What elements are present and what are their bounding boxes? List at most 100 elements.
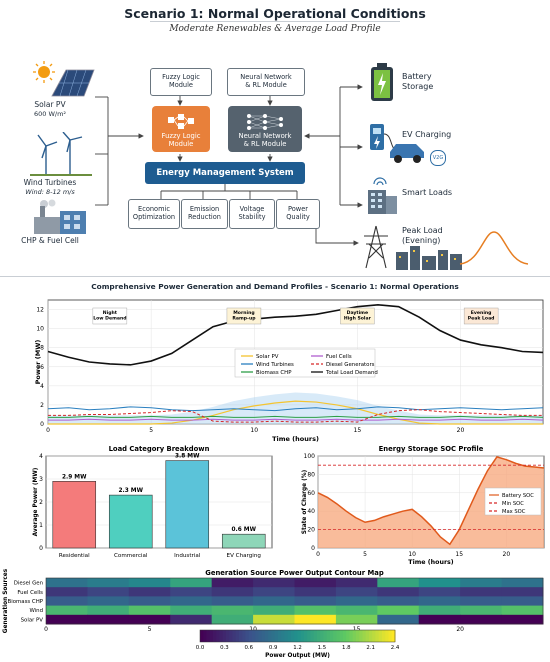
main-ytick-label: 10 bbox=[36, 326, 44, 333]
colorbar-tick-label: 0.6 bbox=[244, 645, 253, 651]
main-xtick-label: 0 bbox=[46, 427, 50, 434]
colorbar-segment bbox=[294, 630, 298, 642]
load-label-battery: Battery Storage bbox=[402, 72, 434, 91]
soc-ytick-label: 80 bbox=[307, 471, 315, 478]
heatmap-cell bbox=[170, 614, 213, 625]
main-series-line bbox=[48, 415, 544, 418]
heatmap-cell bbox=[377, 614, 420, 625]
objective-economic-optimization: Economic Optimization bbox=[128, 199, 180, 229]
main-legend-label: Diesel Generators bbox=[326, 362, 375, 368]
heatmap-row-label: Solar PV bbox=[21, 617, 44, 623]
heatmap-xtick-label: 10 bbox=[249, 626, 257, 633]
fuzzy-logic-icon bbox=[168, 114, 194, 130]
heatmap-cell bbox=[211, 596, 254, 607]
colorbar-segment bbox=[281, 630, 285, 642]
heatmap-cell bbox=[501, 596, 544, 607]
source-detail-wind: Wind: 8-12 m/s bbox=[25, 187, 75, 196]
heatmap-cell bbox=[87, 614, 130, 625]
heatmap-cell bbox=[460, 587, 503, 597]
heatmap-cell bbox=[46, 578, 88, 588]
bar bbox=[108, 494, 153, 549]
bar-ytick-label: 4 bbox=[39, 453, 43, 460]
heatmap-cell bbox=[418, 587, 461, 597]
colorbar-segment bbox=[388, 630, 393, 642]
bar-ytick-label: 2 bbox=[39, 499, 43, 506]
heatmap-cell bbox=[170, 587, 213, 597]
soc-ylabel: State of Charge (%) bbox=[302, 469, 308, 534]
heatmap-cell bbox=[170, 578, 213, 588]
colorbar-segment bbox=[213, 630, 217, 642]
source-detail-solar: 600 W/m² bbox=[33, 109, 67, 118]
bar-ytick-label: 1 bbox=[39, 522, 43, 529]
soc-xtick-label: 0 bbox=[316, 551, 320, 558]
colorbar-segment bbox=[375, 630, 380, 642]
main-legend-label: Biomass CHP bbox=[256, 370, 292, 376]
load-label-smart: Smart Loads bbox=[402, 188, 453, 197]
colorbar-segment bbox=[222, 630, 227, 642]
colorbar-segment bbox=[330, 630, 334, 642]
heatmap-cell bbox=[294, 605, 337, 616]
soc-xlabel: Time (hours) bbox=[408, 559, 454, 566]
main-ytick-label: 12 bbox=[36, 307, 44, 314]
objective-power-quality: Power Quality bbox=[276, 199, 320, 229]
heatmap-cell bbox=[294, 596, 337, 607]
colorbar-tick-label: 2.4 bbox=[391, 645, 400, 651]
heatmap-cell bbox=[46, 587, 88, 597]
colorbar-tick-label: 0.9 bbox=[269, 645, 278, 651]
colorbar-segment bbox=[239, 630, 243, 642]
heatmap-cell bbox=[211, 614, 254, 625]
heatmap-cell bbox=[87, 596, 130, 607]
heatmap-cell bbox=[335, 578, 378, 588]
heatmap-cell bbox=[128, 614, 171, 625]
colorbar-label: Power Output (MW) bbox=[265, 653, 330, 659]
heatmap-cell bbox=[377, 605, 420, 616]
heatmap-cell bbox=[335, 587, 378, 597]
heatmap-cell bbox=[170, 596, 213, 607]
colorbar-segment bbox=[349, 630, 354, 642]
colorbar-segment bbox=[216, 630, 220, 642]
main-series-line bbox=[48, 418, 544, 421]
page-subtitle: Moderate Renewables & Average Load Profi… bbox=[169, 24, 381, 34]
fuzzy-logic-module-box: Fuzzy Logic Module bbox=[150, 68, 212, 96]
colorbar-segment bbox=[284, 630, 289, 642]
colorbar-segment bbox=[265, 630, 269, 642]
bar bbox=[221, 533, 266, 549]
main-ytick-label: 4 bbox=[40, 383, 44, 390]
colorbar-segment bbox=[232, 630, 237, 642]
heatmap-cell bbox=[377, 596, 420, 607]
colorbar-segment bbox=[242, 630, 246, 642]
colorbar-segment bbox=[268, 630, 272, 642]
bar-data-label: 0.6 MW bbox=[232, 527, 257, 533]
heatmap-cell bbox=[501, 587, 544, 597]
colorbar-segment bbox=[271, 630, 276, 642]
heatmap-cell bbox=[253, 614, 295, 625]
smart-building-icon bbox=[368, 177, 397, 214]
main-ytick-label: 8 bbox=[40, 345, 44, 352]
heatmap-cell bbox=[87, 578, 130, 588]
colorbar-segment bbox=[291, 630, 295, 642]
main-annotation-box bbox=[226, 307, 262, 325]
colorbar-tick-label: 0.3 bbox=[220, 645, 229, 651]
colorbar-segment bbox=[278, 630, 282, 642]
heatmap-cell bbox=[377, 587, 420, 597]
colorbar-segment bbox=[346, 630, 350, 642]
colorbar-segment bbox=[203, 630, 207, 642]
heatmap-cell bbox=[211, 578, 254, 588]
heatmap-cell bbox=[335, 614, 378, 625]
bar-category-label: Residential bbox=[59, 553, 90, 559]
colorbar-tick-label: 1.8 bbox=[342, 645, 351, 651]
heatmap-cell bbox=[460, 605, 503, 616]
main-series-line bbox=[47, 303, 544, 366]
colorbar-segment bbox=[372, 630, 376, 642]
colorbar-segment bbox=[336, 630, 341, 642]
main-xlabel: Time (hours) bbox=[272, 435, 319, 442]
solar-panel-icon bbox=[33, 61, 95, 97]
main-xtick-label: 15 bbox=[354, 427, 362, 434]
bar-data-label: 3.8 MW bbox=[175, 454, 200, 460]
soc-legend-label: Battery SOC bbox=[502, 493, 534, 499]
colorbar-segment bbox=[352, 630, 357, 642]
